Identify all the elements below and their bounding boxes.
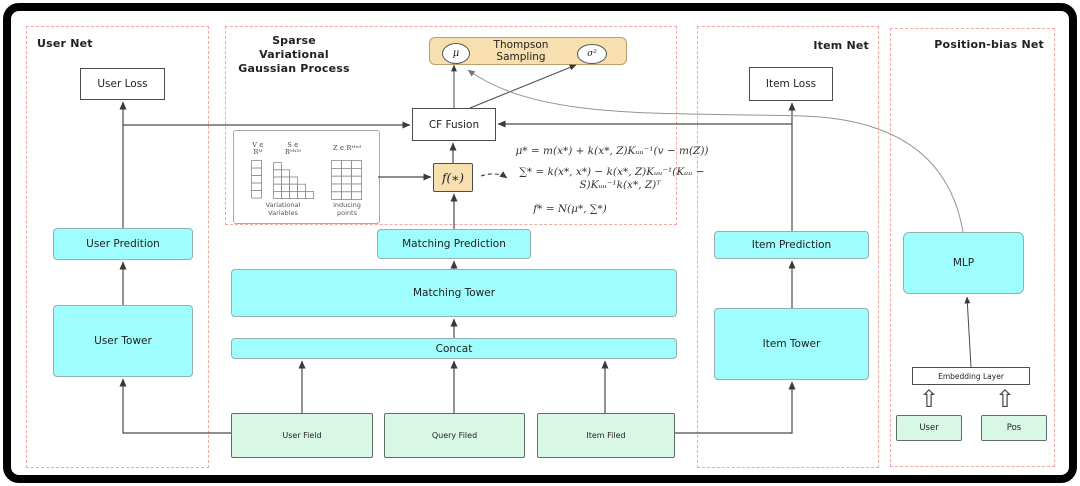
thompson-sampling-label: Thompson Sampling — [493, 39, 549, 63]
item-net-label: Item Net — [813, 39, 869, 52]
user-tower-box: User Tower — [53, 305, 193, 377]
v-dim-label: V ∈ Rᴹ — [252, 141, 264, 157]
inducing-points-caption: inducing points — [333, 201, 361, 217]
z-dim-label: Z ∈ Rᴹˣᵈ — [333, 144, 361, 152]
variational-variables-box: V ∈ Rᴹ S ∈ Rᴹˣᴹ Z ∈ Rᴹˣᵈ — [233, 130, 380, 224]
up-arrow-icon: ⇧ — [919, 385, 940, 413]
s-triangular-grid — [273, 162, 314, 199]
mu-ellipse: μ — [442, 43, 470, 64]
matching-prediction-box: Matching Prediction — [377, 229, 531, 259]
user-predition-box: User Predition — [53, 228, 193, 260]
item-loss-box: Item Loss — [749, 67, 833, 101]
cf-fusion-box: CF Fusion — [412, 108, 496, 141]
item-tower-box: Item Tower — [714, 308, 869, 380]
s-dim-label: S ∈ Rᴹˣᴹ — [284, 141, 302, 157]
item-net-section: Item Net — [697, 26, 879, 468]
embedding-layer-box: Embedding Layer — [912, 367, 1030, 385]
f-star-box: f(∗) — [433, 163, 473, 192]
query-filed-box: Query Filed — [384, 413, 525, 458]
matching-tower-box: Matching Tower — [231, 269, 677, 317]
variational-variables-caption: Variational Variables — [265, 201, 301, 217]
position-bias-label: Position-bias Net — [934, 38, 1044, 51]
user-loss-box: User Loss — [80, 68, 165, 100]
z-matrix-grid — [331, 160, 363, 200]
user-net-label: User Net — [37, 37, 93, 50]
concat-box: Concat — [231, 338, 677, 359]
formula-f: f* = N(μ*, ∑*) — [533, 203, 607, 215]
sigma-squared-ellipse: σ² — [577, 44, 607, 64]
pos-input-box: Pos — [981, 415, 1047, 441]
v-vector-grid — [251, 160, 263, 199]
item-filed-box: Item Filed — [537, 413, 675, 458]
position-bias-section: Position-bias Net — [890, 28, 1055, 467]
formula-sigma-line1: ∑* = k(x*, x*) − k(x*, Z)Kᵤᵤ⁻¹(Kᵤᵤ − — [519, 166, 705, 178]
thompson-sampling-box: Thompson Sampling μ σ² — [429, 37, 627, 65]
item-prediction-box: Item Prediction — [714, 231, 869, 259]
svgp-label: Sparse Variational Gaussian Process — [238, 34, 350, 75]
user-net-section: User Net — [26, 26, 209, 468]
up-arrow-icon: ⇧ — [995, 385, 1016, 413]
mlp-box: MLP — [903, 232, 1024, 294]
user-field-box: User Field — [231, 413, 373, 458]
user-input-box: User — [896, 415, 962, 441]
formula-sigma-line2: S)Kᵤᵤ⁻¹k(x*, Z)ᵀ — [579, 179, 661, 191]
formula-mu: μ* = m(x*) + k(x*, Z)Kᵤᵤ⁻¹(v − m(Z)) — [515, 145, 709, 157]
